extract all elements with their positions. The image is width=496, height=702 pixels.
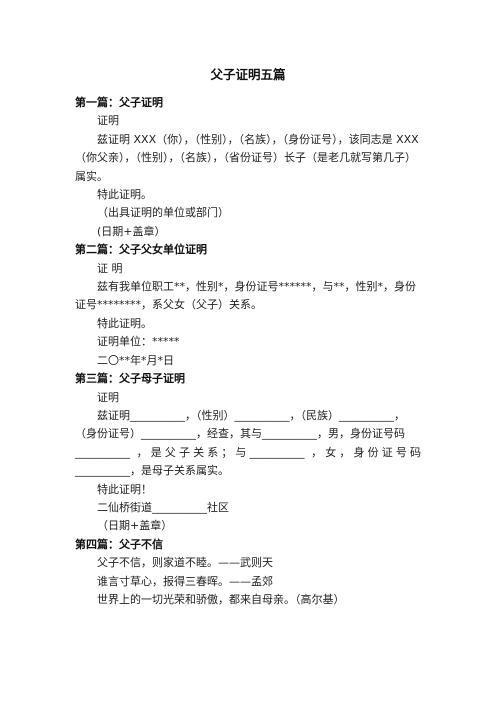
paragraph: 证明 (97, 390, 119, 404)
paragraph: 兹有我单位职工**，性别*，身份证号******，与**，性别*，身份证号***… (75, 280, 416, 312)
paragraph: (日期+盖章） (97, 224, 166, 238)
document-body: 第一篇：父子证明 证明 兹证明 XXX（你），（性别），（名族），（身份证号），… (75, 94, 421, 609)
paragraph: 兹证明 XXX（你），（性别），（名族），（身份证号），该同志是 XXX（你父亲… (75, 132, 419, 183)
paragraph: 二仙桥街道__________社区 (97, 500, 229, 514)
section-heading-2: 第二篇：父子父女单位证明 (75, 243, 207, 257)
paragraph: （日期+盖章） (97, 519, 173, 533)
paragraph: __________ ，是父子关系；与__________ ，女，身份证号码 (75, 445, 421, 459)
paragraph: 证明 (97, 114, 119, 128)
paragraph: （出具证明的单位或部门） (97, 206, 229, 220)
section-heading-4: 第四篇：父子不信 (75, 537, 163, 551)
paragraph: 特此证明！ (97, 482, 152, 496)
paragraph: 证 明 (97, 261, 123, 275)
section-heading-1: 第一篇：父子证明 (75, 96, 163, 109)
paragraph: 谁言寸草心，报得三春晖。——孟郊 (97, 574, 273, 588)
paragraph: 特此证明。 (97, 316, 152, 330)
section-heading-3: 第三篇：父子母子证明 (75, 372, 185, 386)
paragraph: __________，是母子关系属实。 (75, 464, 229, 478)
paragraph: 证明单位：***** (97, 335, 180, 349)
paragraph: 二〇**年*月*日 (97, 353, 174, 367)
paragraph: 世界上的一切光荣和骄傲，都来自母亲。（高尔基） (97, 592, 345, 606)
paragraph: 父子不信，则家道不睦。——武则天 (97, 556, 273, 570)
paragraph: 兹证明__________，（性别）__________，（民族）_______… (75, 408, 405, 441)
paragraph: 特此证明。 (97, 188, 152, 202)
document-title: 父子证明五篇 (210, 67, 286, 82)
